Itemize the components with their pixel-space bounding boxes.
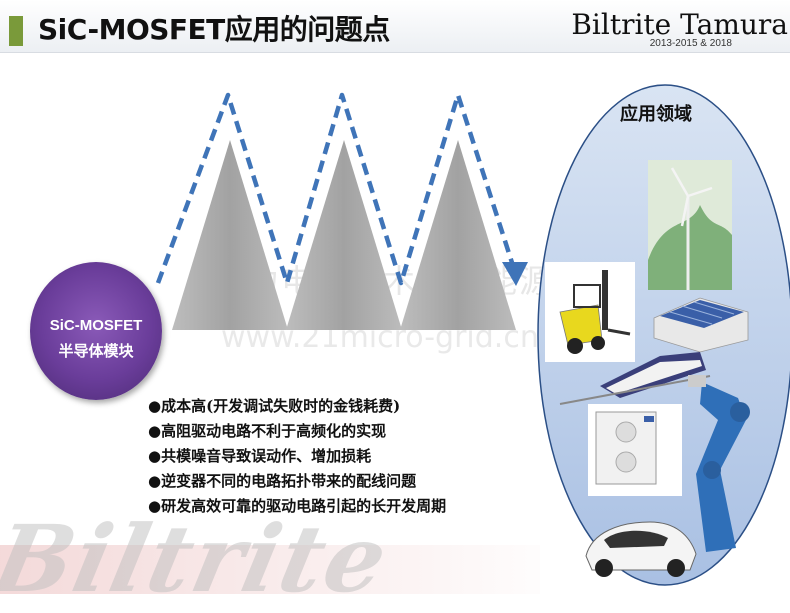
title-accent-bar [9,16,23,46]
badge-line-2: 半导体模块 [58,342,134,360]
biltrite-logo: Biltrite [0,505,399,613]
triangle-3 [400,140,516,330]
list-item: ●共模噪音导致误动作、增加损耗 [148,447,372,465]
triangle-2 [286,140,402,330]
bullet-train-icon [559,352,711,405]
sic-mosfet-badge: SiC-MOSFET 半导体模块 [30,262,162,400]
slide-header: SiC-MOSFET应用的问题点 Biltrite Tamura 2013-20… [0,0,790,53]
electric-car-icon [585,521,697,577]
slide-title: SiC-MOSFET应用的问题点 [38,13,390,46]
wind-turbine-icon [648,160,732,290]
badge-line-1: SiC-MOSFET [49,317,143,334]
brand-name: Biltrite Tamura [571,8,788,41]
list-item: ●研发高效可靠的驱动电路引起的长开发周期 [148,497,447,515]
list-item: ●逆变器不同的电路拓扑带来的配线问题 [148,472,417,490]
diagram-canvas [155,84,790,586]
arrow-head [502,262,528,286]
solar-factory-icon [653,297,749,353]
zigzag-arrow [155,92,518,286]
robot-arm-icon [688,375,750,552]
application-field-title: 应用领域 [620,104,692,125]
footer-band [0,545,540,594]
brand-years: 2013-2015 & 2018 [649,38,732,49]
issue-list: ●成本高(开发调试失败时的金钱耗费) ●高阻驱动电路不利于高频化的实现 ●共模噪… [148,394,446,519]
list-item: ●成本高(开发调试失败时的金钱耗费) [148,397,401,415]
forklift-icon [545,262,635,362]
air-conditioner-icon [588,404,682,496]
list-item: ●高阻驱动电路不利于高频化的实现 [148,422,387,440]
triangle-1 [172,140,288,330]
